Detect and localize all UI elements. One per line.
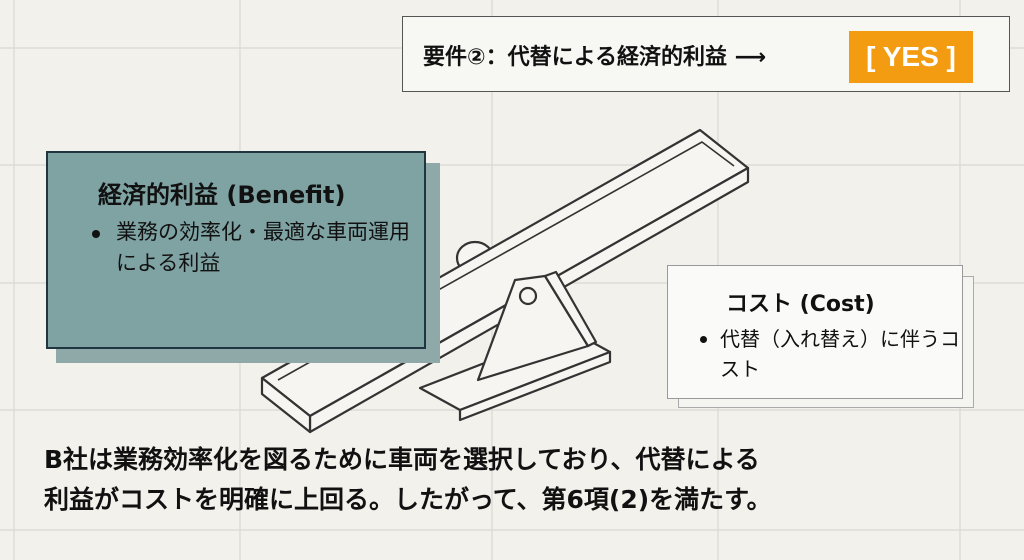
cost-bullet-text: 代替（入れ替え）に伴うコスト	[720, 327, 960, 381]
benefit-bullet-text: 業務の効率化・最適な車両運用による利益	[116, 220, 410, 275]
cost-title: コスト (Cost)	[726, 292, 875, 317]
bullet-icon	[700, 336, 707, 343]
cost-bullet: 代替（入れ替え）に伴うコスト	[690, 324, 960, 384]
bullet-icon	[92, 230, 100, 238]
conclusion-text: B社は業務効率化を図るために車両を選択しており、代替による 利益がコストを明確に…	[44, 440, 1004, 520]
cost-box: コスト (Cost) 代替（入れ替え）に伴うコスト	[667, 265, 963, 399]
benefit-box: 経済的利益 (Benefit) 業務の効率化・最適な車両運用による利益	[46, 151, 426, 349]
requirement-box: 要件②：代替による経済的利益 ⟶ [ YES ]	[402, 16, 1010, 92]
benefit-bullet: 業務の効率化・最適な車両運用による利益	[86, 217, 416, 279]
yes-badge: [ YES ]	[849, 31, 973, 83]
benefit-title: 経済的利益 (Benefit)	[98, 181, 346, 209]
conclusion-line-1: B社は業務効率化を図るために車両を選択しており、代替による	[44, 445, 760, 474]
requirement-label: 要件②：代替による経済的利益 ⟶	[423, 45, 767, 70]
conclusion-line-2: 利益がコストを明確に上回る。したがって、第6項(2)を満たす。	[44, 485, 772, 514]
